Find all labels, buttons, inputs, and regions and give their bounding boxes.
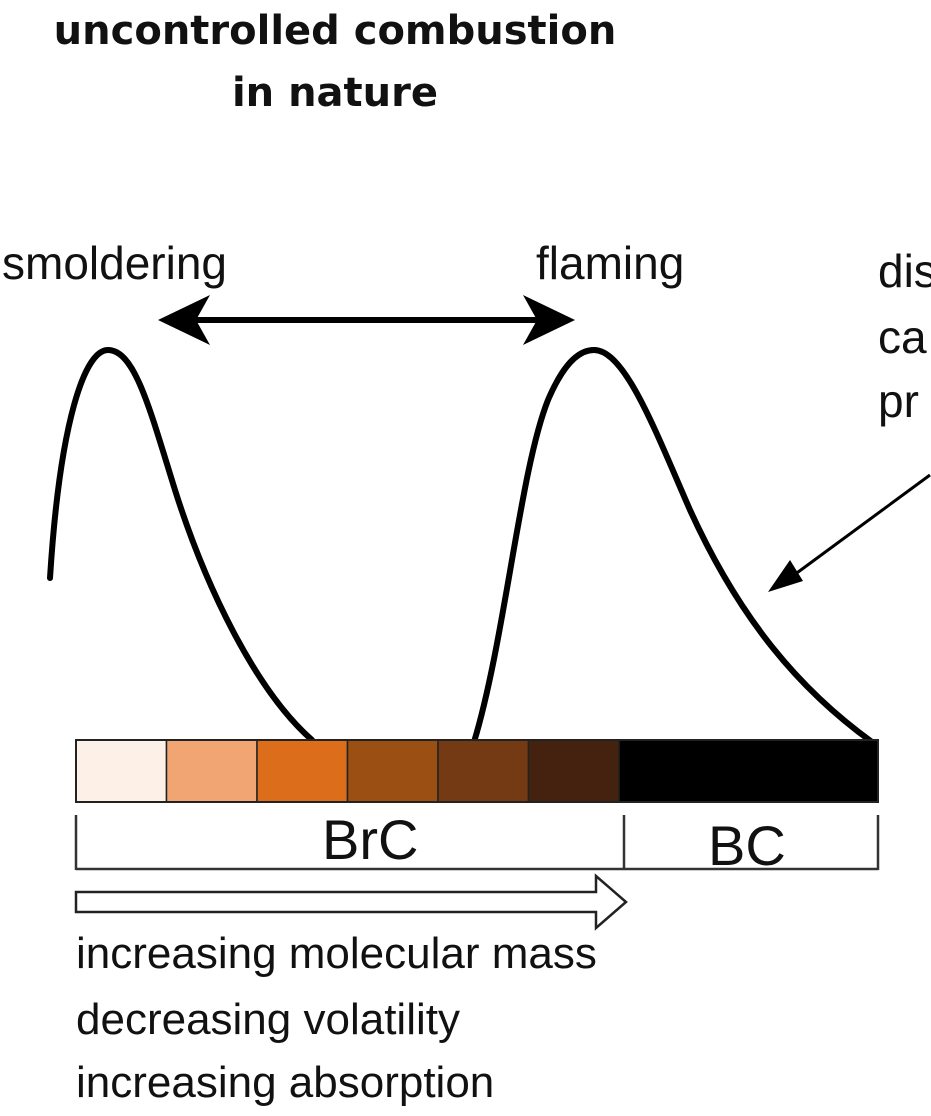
double-arrow-left-head xyxy=(158,295,210,345)
smoldering-curve xyxy=(47,346,315,743)
title-line-1: uncontrolled combustion xyxy=(53,8,617,54)
bc-label: BC xyxy=(708,814,786,877)
cut-label-line-2: ca xyxy=(878,311,927,363)
double-arrow xyxy=(158,295,575,345)
brc-label: BrC xyxy=(322,808,419,871)
cut-label-line-3: pr xyxy=(878,375,919,427)
hollow-right-arrow xyxy=(74,873,628,931)
caption-volatility: decreasing volatility xyxy=(76,995,460,1044)
diagram-title: uncontrolled combustion in nature xyxy=(10,0,660,124)
color-swatch-5 xyxy=(437,739,530,803)
caption-molecular-mass: increasing molecular mass xyxy=(76,929,597,978)
smoldering-label: smoldering xyxy=(2,237,227,289)
category-bracket xyxy=(74,815,880,871)
pointer-arrow-head xyxy=(768,560,803,592)
color-bar-border xyxy=(75,739,879,803)
pointer-arrow xyxy=(768,473,931,592)
color-swatch-3 xyxy=(256,739,349,803)
double-arrow-right-head xyxy=(523,295,575,345)
cut-label-line-1: dis xyxy=(878,245,931,297)
pointer-arrow-shaft xyxy=(789,473,931,580)
color-swatch-2 xyxy=(165,739,258,803)
title-line-2: in nature xyxy=(231,70,439,116)
color-swatch-7 xyxy=(618,739,879,803)
color-swatch-4 xyxy=(346,739,439,803)
flaming-curve xyxy=(471,346,875,745)
caption-absorption: increasing absorption xyxy=(76,1058,495,1107)
color-bar xyxy=(75,739,879,803)
color-swatch-1 xyxy=(75,739,168,803)
flaming-label: flaming xyxy=(536,237,685,289)
color-swatch-6 xyxy=(527,739,620,803)
